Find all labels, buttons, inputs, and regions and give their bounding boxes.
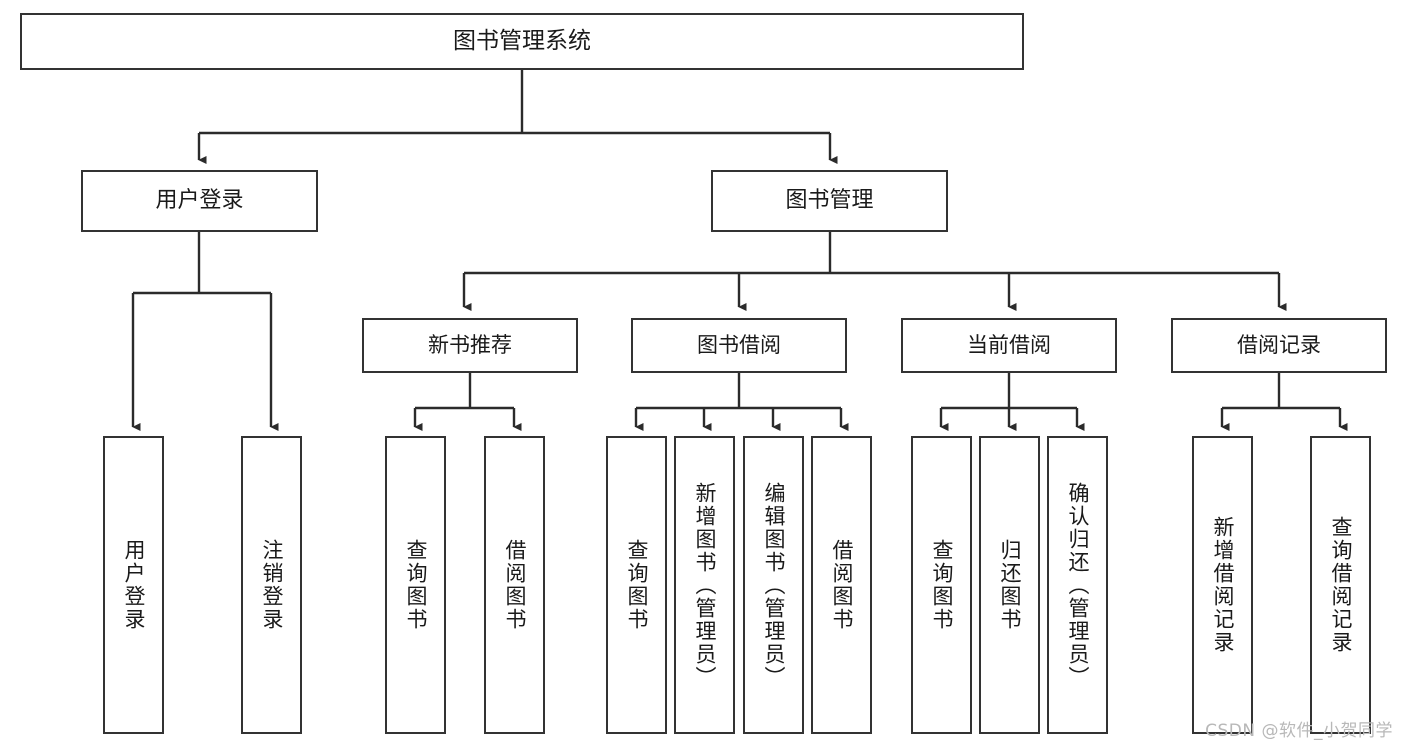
node-label: 用户登录 xyxy=(155,187,244,213)
node-label: 新增借阅记录 xyxy=(1211,516,1235,654)
node-book-management[interactable]: 图书管理 xyxy=(711,170,948,232)
leaf-record-query-record[interactable]: 查询借阅记录 xyxy=(1310,436,1371,734)
leaf-recommend-borrow-book[interactable]: 借阅图书 xyxy=(484,436,545,734)
node-label: 借阅记录 xyxy=(1237,332,1321,357)
node-label: 图书管理 xyxy=(785,187,874,213)
node-label: 用户登录 xyxy=(122,539,146,631)
leaf-borrow-add-book-admin[interactable]: 新增图书（管理员） xyxy=(674,436,735,734)
node-label: 注销登录 xyxy=(260,539,284,631)
node-label: 新书推荐 xyxy=(428,332,512,357)
node-label: 当前借阅 xyxy=(967,332,1051,357)
node-label: 查询图书 xyxy=(404,539,428,631)
leaf-borrow-edit-book-admin[interactable]: 编辑图书（管理员） xyxy=(743,436,804,734)
node-borrow-record[interactable]: 借阅记录 xyxy=(1171,318,1387,373)
leaf-borrow-query-book[interactable]: 查询图书 xyxy=(606,436,667,734)
node-root-system[interactable]: 图书管理系统 xyxy=(20,13,1024,70)
leaf-recommend-query-book[interactable]: 查询图书 xyxy=(385,436,446,734)
node-label: 编辑图书（管理员） xyxy=(762,481,786,689)
leaf-user-login-login[interactable]: 用户登录 xyxy=(103,436,164,734)
csdn-watermark: CSDN @软件_小贺同学 xyxy=(1205,721,1393,741)
leaf-user-login-logout[interactable]: 注销登录 xyxy=(241,436,302,734)
leaf-borrow-borrow-book[interactable]: 借阅图书 xyxy=(811,436,872,734)
node-label: 查询图书 xyxy=(930,539,954,631)
node-label: 查询图书 xyxy=(625,539,649,631)
node-label: 借阅图书 xyxy=(503,539,527,631)
node-label: 查询借阅记录 xyxy=(1329,516,1353,654)
node-user-login[interactable]: 用户登录 xyxy=(81,170,318,232)
node-label: 归还图书 xyxy=(998,539,1022,631)
node-label: 图书借阅 xyxy=(697,332,781,357)
node-label: 图书管理系统 xyxy=(453,27,591,54)
node-label: 新增图书（管理员） xyxy=(693,481,717,689)
leaf-current-confirm-return-admin[interactable]: 确认归还（管理员） xyxy=(1047,436,1108,734)
node-label: 确认归还（管理员） xyxy=(1066,481,1090,689)
leaf-current-query-book[interactable]: 查询图书 xyxy=(911,436,972,734)
node-book-borrow[interactable]: 图书借阅 xyxy=(631,318,847,373)
leaf-current-return-book[interactable]: 归还图书 xyxy=(979,436,1040,734)
node-current-borrow[interactable]: 当前借阅 xyxy=(901,318,1117,373)
node-label: 借阅图书 xyxy=(830,539,854,631)
node-new-book-recommend[interactable]: 新书推荐 xyxy=(362,318,578,373)
leaf-record-add-record[interactable]: 新增借阅记录 xyxy=(1192,436,1253,734)
